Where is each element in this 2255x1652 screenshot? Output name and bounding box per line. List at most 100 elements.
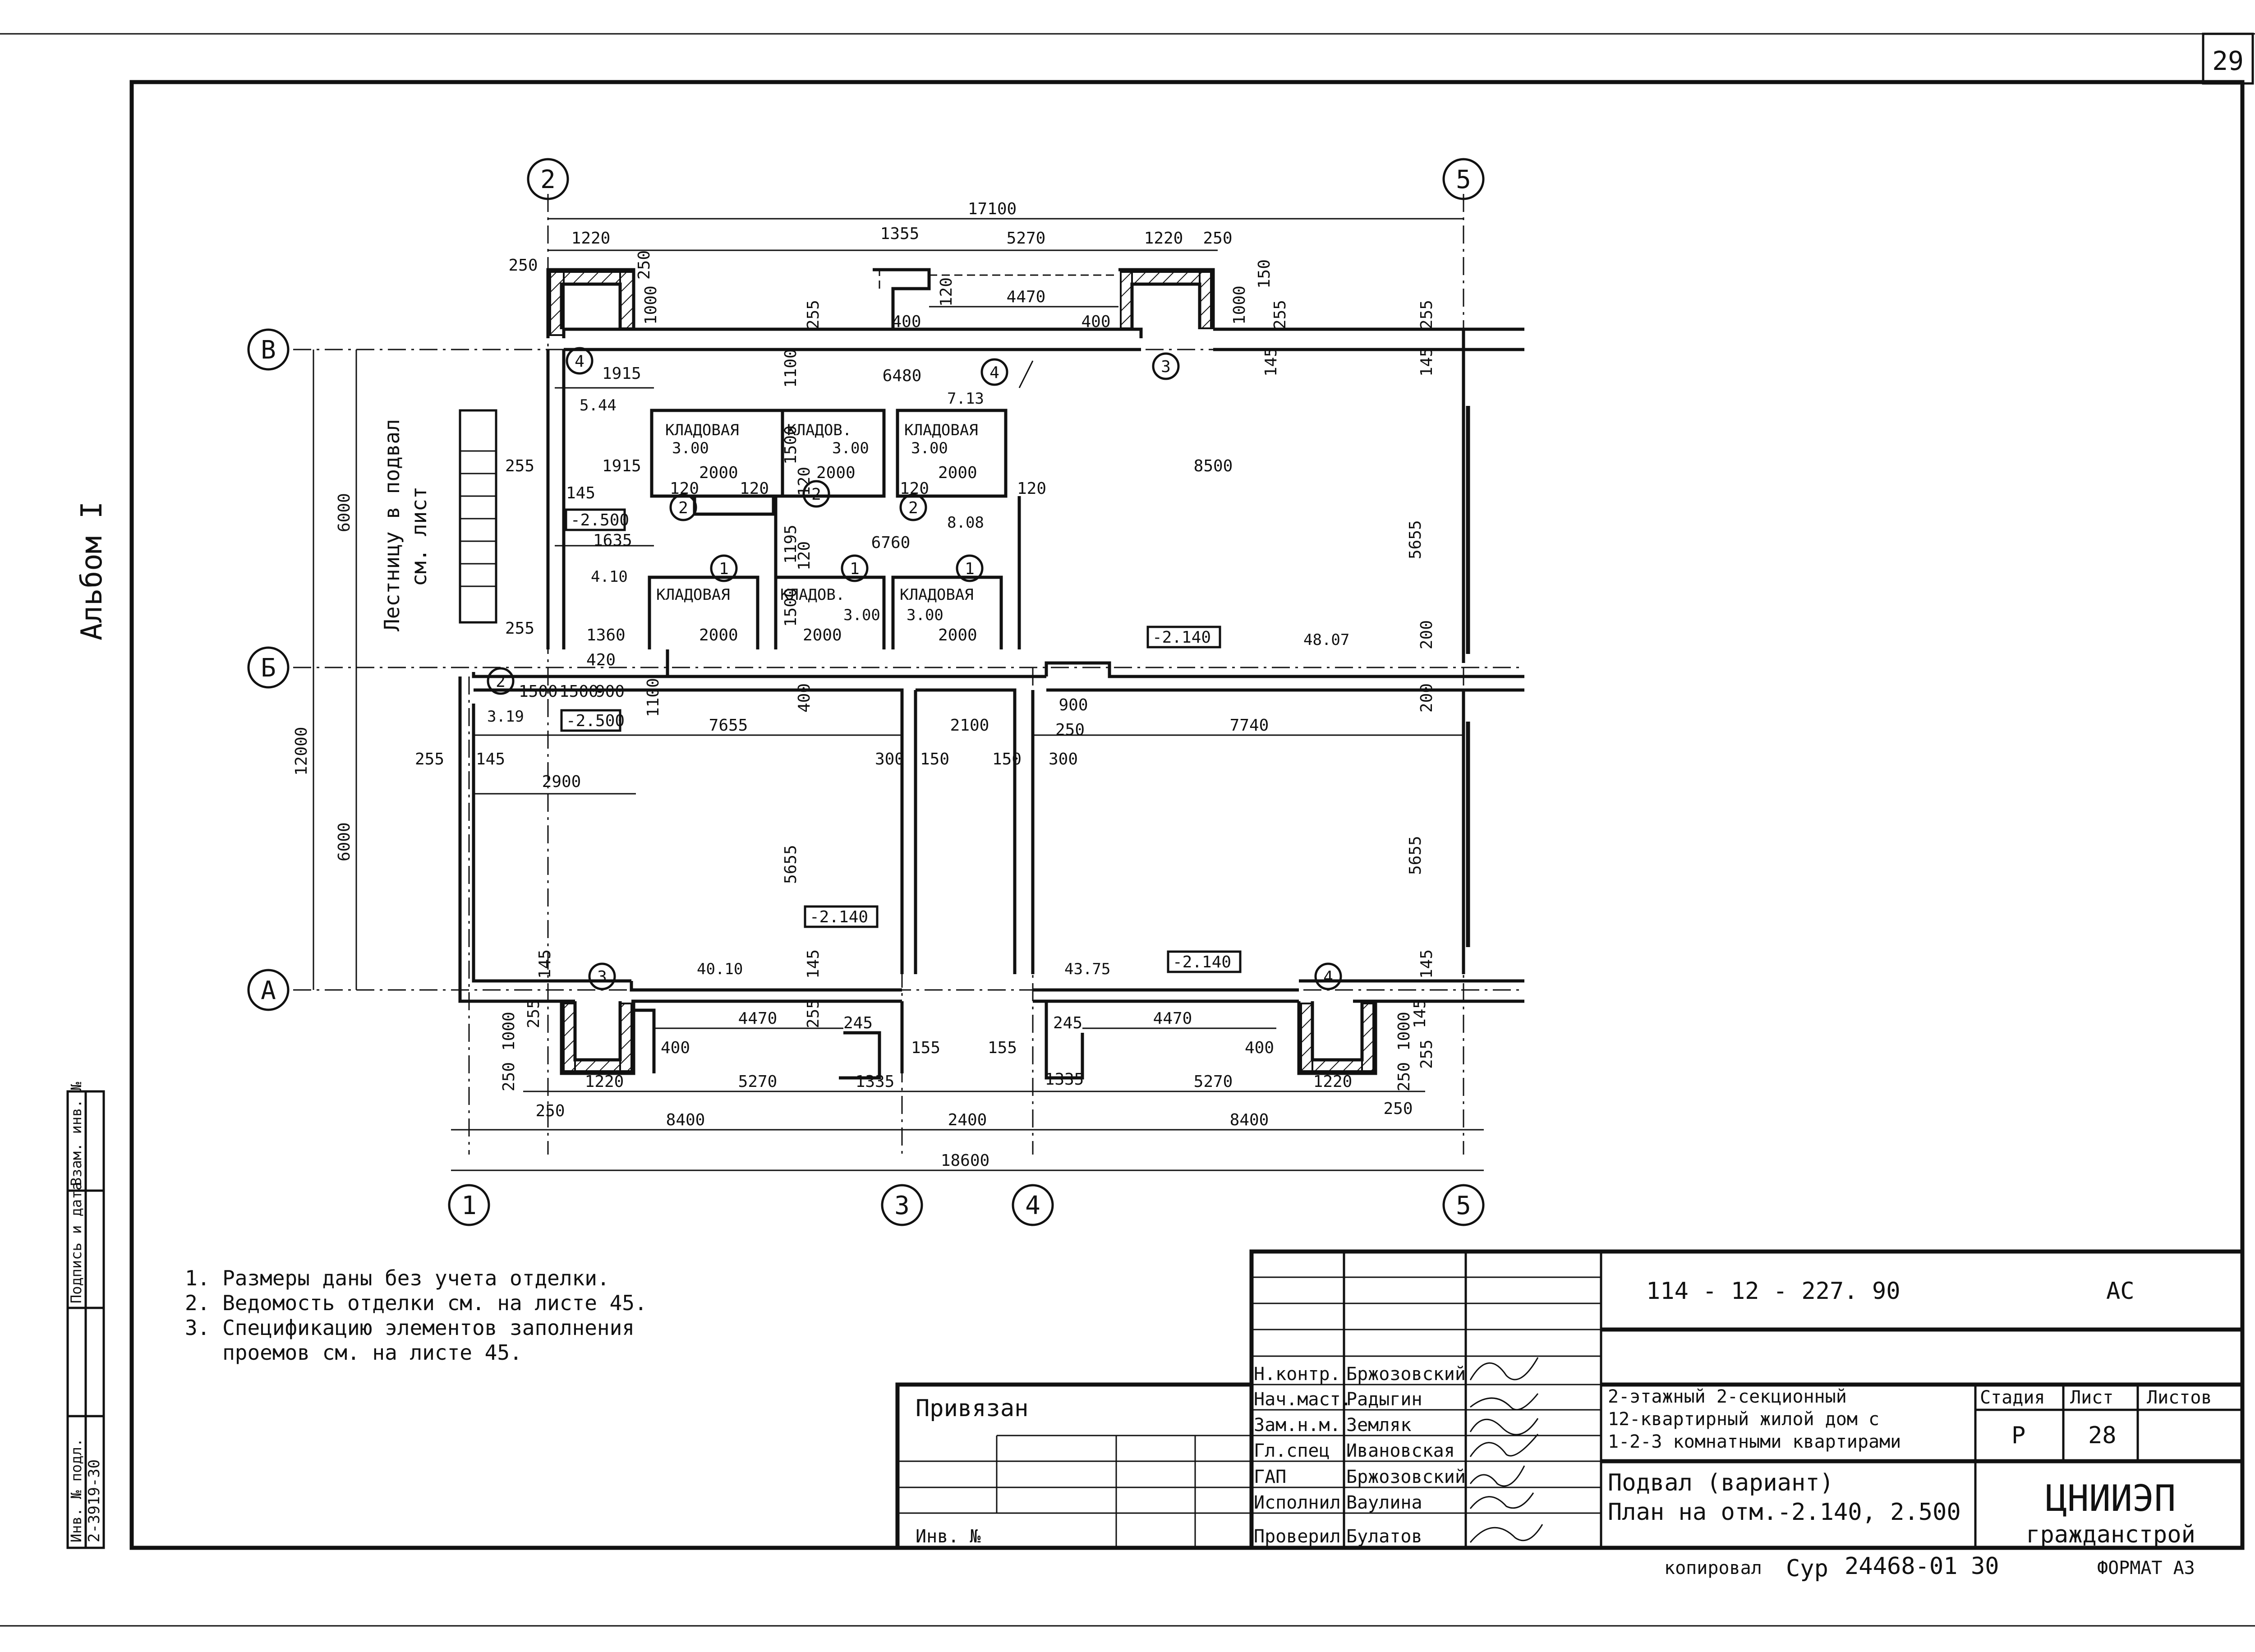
section-code: АС xyxy=(2106,1278,2135,1305)
room-area-1: 3.00 xyxy=(672,439,709,457)
dim-bot-255-r: 255 xyxy=(1417,1040,1436,1069)
format-label: ФОРМАТ А3 xyxy=(2097,1558,2195,1578)
dim-145-b: 145 xyxy=(1417,347,1436,377)
marker-4-a: 4 xyxy=(566,347,594,375)
dim-150-a: 150 xyxy=(920,750,949,768)
svg-text:Земляк: Земляк xyxy=(1346,1415,1412,1436)
svg-text:2: 2 xyxy=(908,499,918,517)
sheets-label: Листов xyxy=(2147,1387,2212,1408)
copy-label: копировал xyxy=(1664,1558,1762,1578)
dim-bot-1000-r: 1000 xyxy=(1395,1012,1413,1051)
room-area-3: 3.00 xyxy=(911,439,948,457)
dim-bot-400-l: 400 xyxy=(661,1039,690,1057)
dim-6760: 6760 xyxy=(871,534,911,552)
dim-150: 150 xyxy=(1255,259,1274,289)
dim-120: 120 xyxy=(937,277,956,307)
project-title-1: 2-этажный 2-секционный xyxy=(1608,1386,1847,1407)
dim-1635: 1635 xyxy=(593,531,632,550)
dim-5655-right-bottom: 5655 xyxy=(1406,836,1425,875)
dim-6000-bottom: 6000 xyxy=(335,822,354,861)
svg-text:Исполнил: Исполнил xyxy=(1254,1492,1341,1513)
dim-7655: 7655 xyxy=(709,716,748,735)
svg-text:1: 1 xyxy=(719,560,729,578)
stage-value: Р xyxy=(2011,1422,2025,1449)
dim-900-a: 900 xyxy=(595,682,625,701)
org-name-2: гражданстрой xyxy=(2026,1521,2195,1548)
dim-2000-6: 2000 xyxy=(938,626,977,644)
room-storage-3: КЛАДОВАЯ xyxy=(904,421,978,439)
dim-145-r2: 145 xyxy=(804,949,823,979)
dim-145-midleft: 145 xyxy=(476,750,505,768)
dim-1000-right: 1000 xyxy=(1230,285,1249,325)
dim-8500: 8500 xyxy=(1194,457,1233,475)
axis-marker-2: 2 xyxy=(527,158,569,200)
room-area-5-44: 5.44 xyxy=(580,396,617,414)
level-2500-b: -2.500 xyxy=(566,712,625,730)
copy-signature: Сур xyxy=(1786,1555,1828,1582)
storage-rooms xyxy=(555,360,1034,649)
marker-1-a: 1 xyxy=(710,554,738,582)
dim-1500-v1: 1500 xyxy=(782,425,800,465)
dim-120-2: 120 xyxy=(740,479,769,498)
dim-1220-right: 1220 xyxy=(1144,229,1183,248)
room-storage-4: КЛАДОВАЯ xyxy=(656,586,730,604)
dim-17100: 17100 xyxy=(968,200,1017,218)
dim-255-midleft: 255 xyxy=(415,750,444,768)
dim-200-b: 200 xyxy=(1417,683,1436,713)
dim-1500-b: 1500 xyxy=(559,682,598,701)
svg-text:Зам.н.м.: Зам.н.м. xyxy=(1254,1415,1341,1436)
axis-markers: 2 5 1 3 4 5 В Б А xyxy=(247,158,1485,1226)
walls xyxy=(458,268,1524,1080)
dim-4470: 4470 xyxy=(1007,288,1046,306)
svg-text:Б: Б xyxy=(261,653,276,683)
svg-text:1: 1 xyxy=(461,1191,477,1220)
dim-1500-a: 1500 xyxy=(519,682,558,701)
order-suffix: 30 xyxy=(1971,1553,1999,1580)
svg-text:ГАП: ГАП xyxy=(1254,1467,1286,1487)
dim-5270: 5270 xyxy=(1007,229,1046,248)
dim-255-left: 255 xyxy=(505,457,534,475)
room-storage-2: КЛАДОВ. xyxy=(787,421,851,439)
dim-1355: 1355 xyxy=(880,225,920,243)
axis-marker-A: А xyxy=(247,969,290,1011)
dim-420: 420 xyxy=(586,651,616,669)
dim-12000: 12000 xyxy=(292,727,311,776)
note-1: 1. Размеры даны без учета отделки. xyxy=(185,1266,610,1290)
axis-marker-3: 3 xyxy=(881,1184,923,1226)
dim-bot-8400-l: 8400 xyxy=(666,1111,705,1129)
note-2: 2. Ведомость отделки см. на листе 45. xyxy=(185,1291,647,1315)
stamp-inv-podl: Инв. № подл. xyxy=(68,1438,85,1542)
axis-marker-5-bottom: 5 xyxy=(1442,1184,1485,1226)
dim-250-mid: 250 xyxy=(1055,721,1085,739)
general-notes: 1. Размеры даны без учета отделки. 2. Ве… xyxy=(185,1266,647,1365)
dim-bot-400-r: 400 xyxy=(1245,1039,1274,1057)
bottom-info: копировал Сур 24468-01 30 ФОРМАТ А3 xyxy=(1664,1553,2195,1582)
project-title-3: 1-2-3 комнатными квартирами xyxy=(1608,1431,1901,1452)
svg-text:4: 4 xyxy=(1025,1191,1040,1220)
svg-text:4: 4 xyxy=(1323,968,1333,986)
axis-marker-5-top: 5 xyxy=(1442,158,1485,200)
dim-bot-18600: 18600 xyxy=(941,1151,989,1170)
signatures xyxy=(1469,1357,1543,1543)
note-4: проемов см. на листе 45. xyxy=(185,1340,522,1365)
dim-250-v: 250 xyxy=(635,250,653,280)
level-marks: -2.500 -2.500 -2.140 -2.140 -2.140 xyxy=(560,508,1242,973)
sheet-title-1: Подвал (вариант) xyxy=(1608,1469,1834,1496)
dim-bot-1335-r: 1335 xyxy=(1045,1070,1084,1089)
axis-marker-4: 4 xyxy=(1012,1184,1054,1226)
dim-400-a: 400 xyxy=(892,313,921,331)
dim-1915-b: 1915 xyxy=(602,457,641,475)
svg-text:1: 1 xyxy=(850,560,860,578)
dim-6480: 6480 xyxy=(883,367,922,385)
dim-1915-a: 1915 xyxy=(602,364,641,383)
dim-bot-250-ll: 250 xyxy=(535,1102,565,1120)
stair-note: Лестницу в подвал см. лист xyxy=(380,419,431,631)
marker-3-b: 3 xyxy=(588,962,616,990)
dim-2000-2: 2000 xyxy=(816,464,856,482)
dim-bot-1000-l: 1000 xyxy=(500,1012,518,1051)
dim-bot-250-rr: 250 xyxy=(1383,1100,1413,1118)
stage-label: Стадия xyxy=(1980,1387,2045,1408)
room-area-40-10: 40.10 xyxy=(697,960,743,978)
project-title-2: 12-квартирный жилой дом с xyxy=(1608,1409,1879,1430)
dim-200-a: 200 xyxy=(1417,620,1436,649)
